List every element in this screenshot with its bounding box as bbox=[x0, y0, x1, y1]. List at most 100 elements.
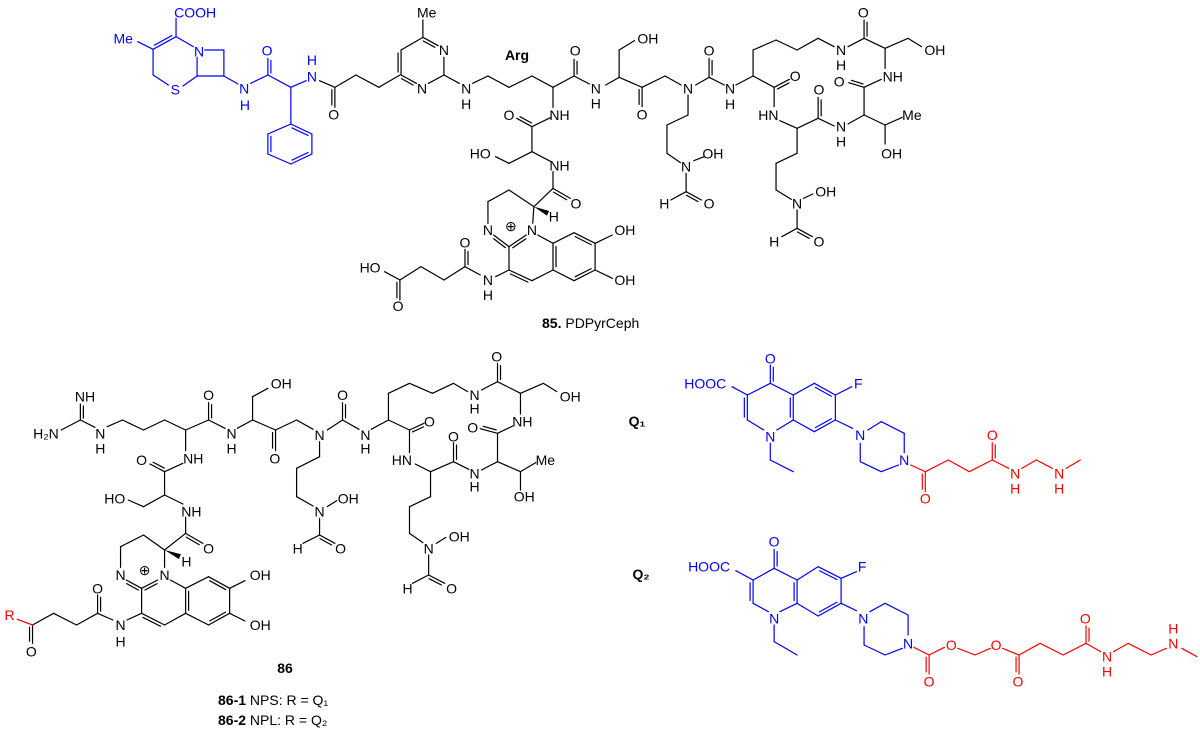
bond bbox=[796, 117, 819, 129]
atom-label: O bbox=[203, 540, 214, 556]
bond bbox=[884, 602, 909, 616]
bond bbox=[775, 39, 798, 51]
bond bbox=[850, 79, 864, 85]
atom-label: N bbox=[1010, 465, 1020, 481]
atom-label: H bbox=[293, 540, 303, 556]
atom-label: N bbox=[527, 222, 537, 238]
bond bbox=[573, 75, 590, 85]
atom-label: N bbox=[483, 222, 493, 238]
atom-label: O bbox=[1012, 674, 1023, 690]
bond bbox=[531, 269, 554, 282]
atom-label: O bbox=[946, 637, 957, 653]
bond bbox=[163, 462, 184, 473]
bond bbox=[1150, 647, 1167, 656]
atom-label: COOH bbox=[174, 5, 216, 21]
caption-86-1-id: 86-1 bbox=[218, 692, 246, 708]
atom-label: N bbox=[858, 610, 868, 626]
bond bbox=[746, 382, 771, 396]
atom-label: H bbox=[591, 95, 601, 111]
bond bbox=[482, 425, 497, 431]
bond bbox=[508, 269, 533, 282]
atom-label: O bbox=[504, 107, 515, 123]
atom-label: H bbox=[461, 96, 471, 112]
atom-label: H bbox=[226, 440, 236, 456]
bond bbox=[163, 419, 187, 431]
atom-label: N bbox=[159, 567, 169, 583]
bond bbox=[494, 156, 510, 164]
atom-label: O bbox=[446, 580, 457, 596]
bond bbox=[818, 601, 838, 613]
bond bbox=[493, 234, 510, 248]
atom-label: O bbox=[393, 298, 404, 314]
atom-label: O bbox=[571, 195, 582, 211]
atom-label: HO bbox=[104, 490, 125, 506]
bond bbox=[773, 78, 791, 88]
atom-label: H bbox=[307, 52, 317, 68]
bond bbox=[666, 152, 681, 164]
bond bbox=[443, 74, 460, 84]
bond bbox=[818, 570, 838, 581]
bond bbox=[867, 421, 882, 431]
bond bbox=[137, 41, 154, 50]
atom-label: N bbox=[903, 635, 913, 651]
atom-label: OH bbox=[924, 42, 945, 58]
bond bbox=[152, 74, 169, 86]
atom-label: H bbox=[240, 97, 250, 113]
atom-label: N bbox=[855, 427, 865, 443]
bond bbox=[731, 386, 748, 396]
caption-86-2-text: NPL: R = Q₂ bbox=[246, 712, 327, 728]
bond bbox=[594, 269, 613, 279]
atom-label: O bbox=[269, 450, 280, 466]
atom-label: H bbox=[95, 440, 105, 456]
bond bbox=[152, 36, 177, 50]
atom-label: H bbox=[115, 634, 125, 650]
bond bbox=[387, 382, 411, 394]
bond bbox=[573, 269, 596, 282]
bond bbox=[769, 459, 794, 473]
atom-label: OH bbox=[514, 489, 535, 505]
atom-label: N bbox=[1102, 649, 1112, 665]
bond bbox=[290, 123, 313, 135]
bond bbox=[552, 232, 575, 244]
bond bbox=[464, 266, 481, 276]
atom-label: N bbox=[765, 429, 775, 445]
bond bbox=[207, 576, 231, 589]
bond bbox=[408, 532, 424, 544]
bond bbox=[290, 80, 307, 88]
bond bbox=[341, 419, 360, 430]
bond bbox=[1018, 642, 1041, 656]
atom-label: OH bbox=[702, 145, 723, 161]
bond bbox=[182, 75, 198, 87]
bond bbox=[291, 127, 309, 137]
bond bbox=[142, 616, 162, 627]
atom-label: OH bbox=[271, 375, 292, 391]
bond bbox=[796, 231, 810, 239]
bond bbox=[1065, 459, 1081, 469]
bond bbox=[60, 419, 81, 431]
bond bbox=[735, 570, 754, 581]
bond bbox=[928, 646, 946, 656]
atom-label: N bbox=[1168, 635, 1178, 651]
atom-label: O bbox=[203, 387, 214, 403]
bond bbox=[752, 567, 775, 581]
bond bbox=[207, 612, 231, 626]
atom-label: N bbox=[307, 69, 317, 85]
bond bbox=[153, 34, 173, 46]
bond bbox=[207, 419, 226, 429]
atom-label: NH bbox=[512, 414, 532, 430]
bond bbox=[779, 602, 798, 613]
atom-label: S bbox=[171, 81, 180, 97]
atom-label: OH bbox=[614, 272, 635, 288]
bond bbox=[295, 419, 314, 430]
atom-label: N bbox=[681, 159, 691, 175]
bond bbox=[574, 236, 592, 246]
bond bbox=[400, 36, 424, 51]
atom-label: O bbox=[813, 234, 824, 250]
bond bbox=[96, 612, 114, 621]
bond bbox=[708, 76, 725, 86]
bond bbox=[781, 227, 798, 238]
bond bbox=[880, 464, 900, 473]
bond bbox=[229, 612, 246, 622]
bond bbox=[408, 422, 425, 431]
